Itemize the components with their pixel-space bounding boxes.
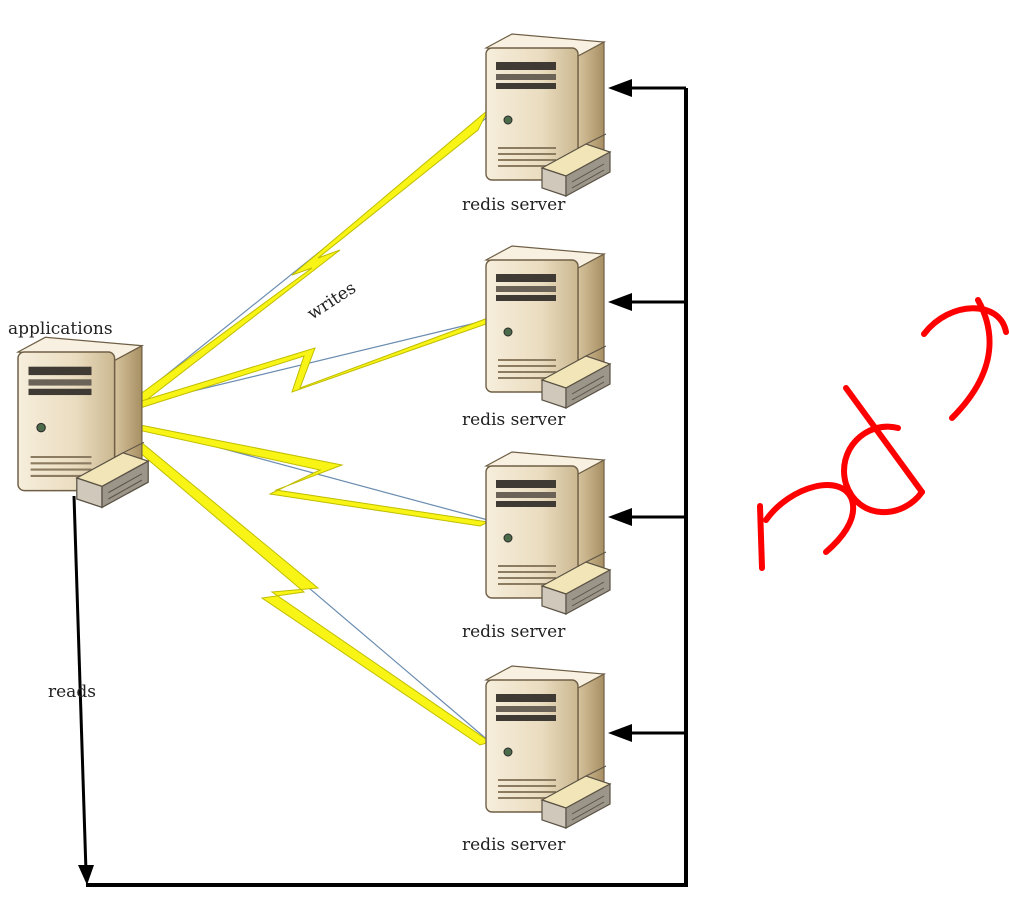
redis-server-2: [485, 245, 611, 409]
server-arrowhead-1: [608, 79, 632, 97]
server-arrowhead-3: [608, 508, 632, 526]
reads-label: reads: [48, 682, 96, 702]
redis-server-3: [485, 451, 611, 615]
lightning-bolt-4: [131, 437, 492, 746]
server-arrows: [628, 86, 686, 735]
return-path: [86, 88, 688, 887]
watermark: [757, 297, 1009, 571]
reads-arrow: [72, 495, 88, 873]
redis-server-1: [485, 33, 611, 197]
applications-server: [16, 336, 150, 509]
server-arrowhead-4: [608, 724, 632, 742]
redis-server-label-1: redis server: [462, 195, 566, 215]
redis-server-4: [485, 665, 611, 829]
server-arrowhead-2: [608, 293, 632, 311]
lightning-bolts: [131, 109, 492, 746]
lightning-bolt-3: [134, 423, 490, 527]
server-arrowheads: [608, 79, 632, 742]
lightning-bolt-1: [134, 109, 489, 406]
reads-arrowhead: [78, 865, 94, 885]
redis-server-label-3: redis server: [462, 622, 566, 642]
write-links: [134, 114, 491, 743]
applications-label: applications: [8, 319, 113, 339]
redis-server-label-2: redis server: [462, 410, 566, 430]
redis-server-label-4: redis server: [462, 835, 566, 855]
writes-label: writes: [304, 278, 360, 324]
